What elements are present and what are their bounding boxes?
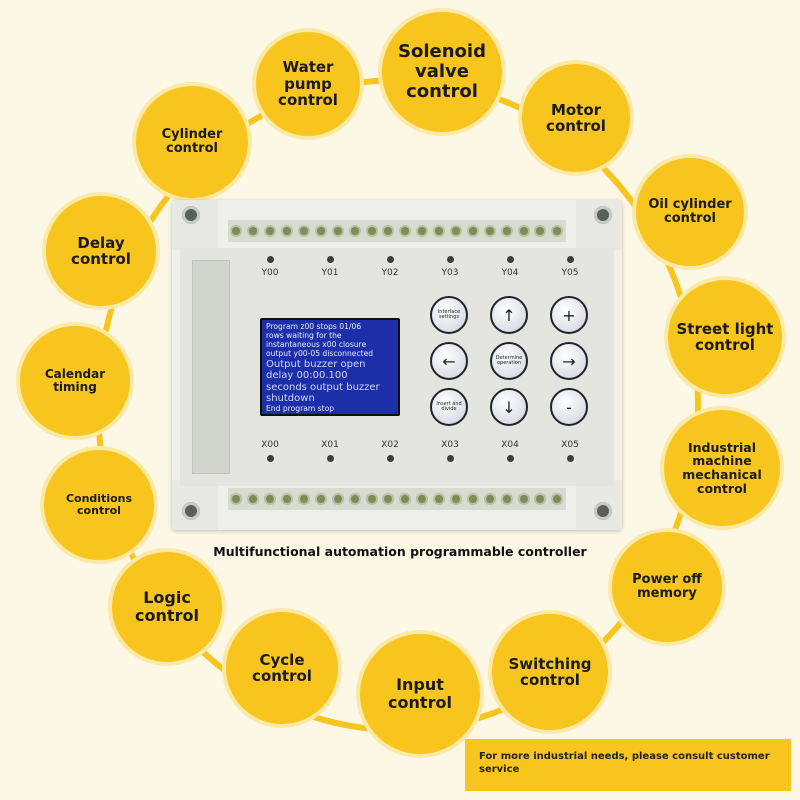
output-y01: Y01 <box>310 256 350 278</box>
output-y05: Y05 <box>550 256 590 278</box>
led-icon <box>266 455 274 462</box>
output-y03: Y03 <box>430 256 470 278</box>
output-y02: Y02 <box>370 256 410 278</box>
terminal-strip-bottom <box>228 488 566 510</box>
mount-hole <box>182 502 200 520</box>
led-icon <box>446 256 454 263</box>
input-x01: X01 <box>310 440 350 462</box>
input-x00: X00 <box>250 440 290 462</box>
output-y00: Y00 <box>250 256 290 278</box>
keypad: Interface settings ↑ + ← Determine opera… <box>430 296 590 456</box>
feature-street-light-control: Street light control <box>668 280 782 394</box>
led-icon <box>506 455 514 462</box>
feature-switching-control: Switching control <box>492 614 608 730</box>
lcd-line: delay 00:00.100 <box>266 370 348 382</box>
feature-solenoid-valve-control: Solenoid valve control <box>382 12 502 132</box>
output-y04: Y04 <box>490 256 530 278</box>
input-x05: X05 <box>550 440 590 462</box>
feature-delay-control: Delay control <box>46 196 156 306</box>
led-icon <box>386 256 394 263</box>
consult-banner: For more industrial needs, please consul… <box>465 739 791 791</box>
input-x03: X03 <box>430 440 470 462</box>
controller-face: Y00 Y01 Y02 Y03 Y04 Y05 Program z00 stop… <box>180 248 614 486</box>
lcd-line: shutdown <box>266 393 315 405</box>
feature-water-pump-control: Water pump control <box>256 32 360 136</box>
feature-oil-cylinder-control: Oil cylinder control <box>636 158 744 266</box>
led-icon <box>386 455 394 462</box>
mount-hole <box>594 502 612 520</box>
output-indicators: Y00 Y01 Y02 Y03 Y04 Y05 <box>250 256 590 278</box>
terminal-strip-top <box>228 220 566 242</box>
led-icon <box>446 455 454 462</box>
plc-controller: Y00 Y01 Y02 Y03 Y04 Y05 Program z00 stop… <box>172 200 622 530</box>
lcd-line: End program stop <box>266 403 335 413</box>
lcd-screen: Program z00 stops 01/06 rows waiting for… <box>260 318 400 416</box>
feature-industrial-machine-mechanical-control: Industrial machine mechanical control <box>664 410 780 526</box>
input-x04: X04 <box>490 440 530 462</box>
led-icon <box>326 455 334 462</box>
mount-ear-top-left <box>172 200 218 250</box>
mount-ear-top-right <box>576 200 622 250</box>
led-icon <box>326 256 334 263</box>
led-icon <box>506 256 514 263</box>
arrow-left-button[interactable]: ← <box>430 342 468 380</box>
arrow-up-button[interactable]: ↑ <box>490 296 528 334</box>
led-icon <box>266 256 274 263</box>
lcd-line: Program z00 stops 01/06 <box>266 322 362 331</box>
lcd-line: rows waiting for the <box>266 330 342 340</box>
feature-logic-control: Logic control <box>112 552 222 662</box>
lcd-line: seconds output buzzer <box>266 381 380 393</box>
input-x02: X02 <box>370 440 410 462</box>
arrow-right-button[interactable]: → <box>550 342 588 380</box>
feature-cylinder-control: Cylinder control <box>136 86 248 198</box>
insert-and-divide-button[interactable]: Insert and divide <box>430 388 468 426</box>
feature-motor-control: Motor control <box>522 64 630 172</box>
led-icon <box>566 256 574 263</box>
led-icon <box>566 455 574 462</box>
lcd-line: output y00-05 disconnected <box>266 348 374 358</box>
mount-hole <box>182 206 200 224</box>
mount-ear-bottom-left <box>172 480 218 530</box>
minus-button[interactable]: - <box>550 388 588 426</box>
feature-conditions-control: Conditions control <box>44 450 154 560</box>
interface-settings-button[interactable]: Interface settings <box>430 296 468 334</box>
input-indicators: X00 X01 X02 X03 X04 X05 <box>250 440 590 462</box>
feature-calendar-timing: Calendar timing <box>20 326 130 436</box>
feature-cycle-control: Cycle control <box>226 612 338 724</box>
label-slot <box>192 260 230 474</box>
plus-button[interactable]: + <box>550 296 588 334</box>
determine-operation-button[interactable]: Determine operation <box>490 342 528 380</box>
consult-text: For more industrial needs, please consul… <box>479 751 770 775</box>
product-caption: Multifunctional automation programmable … <box>213 544 587 559</box>
mount-hole <box>594 206 612 224</box>
feature-power-off-memory: Power off memory <box>612 532 722 642</box>
lcd-line: instantaneous x00 closure <box>266 339 367 349</box>
mount-ear-bottom-right <box>576 480 622 530</box>
feature-input-control: Input control <box>360 634 480 754</box>
arrow-down-button[interactable]: ↓ <box>490 388 528 426</box>
lcd-line: Output buzzer open <box>266 358 366 370</box>
